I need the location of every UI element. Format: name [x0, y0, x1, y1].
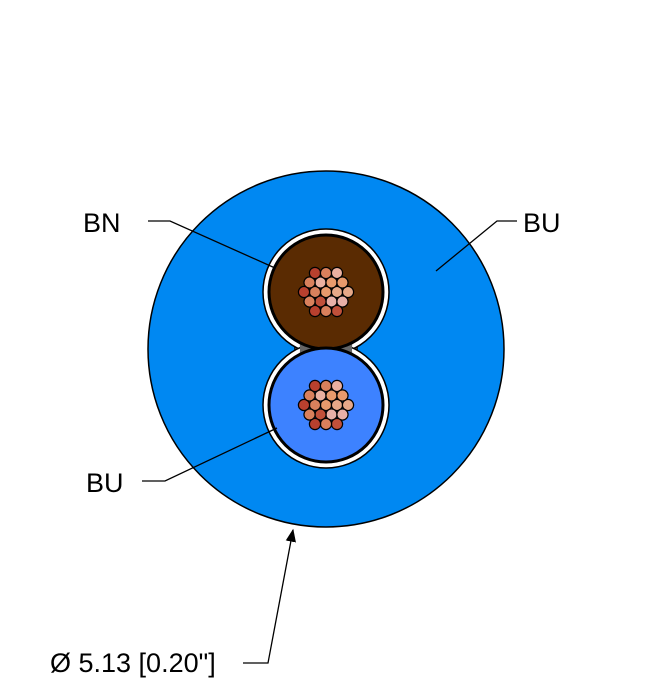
strand [330, 417, 344, 431]
strand [297, 398, 311, 412]
strand [319, 304, 333, 318]
leader-bn [148, 220, 276, 269]
strand [308, 417, 322, 431]
strand [341, 285, 355, 299]
strand [297, 285, 311, 299]
strand [319, 379, 333, 393]
label-bn: BN [83, 208, 121, 238]
strand [341, 398, 355, 412]
strand [336, 295, 349, 308]
blue-conductor-strands [297, 379, 355, 431]
conductor-pair [262, 228, 390, 469]
dimension-leader [243, 528, 296, 664]
leader-jacket [435, 220, 517, 272]
strand [336, 408, 349, 421]
brown-conductor-strands [297, 266, 355, 318]
strand [336, 276, 349, 289]
strand [319, 417, 333, 431]
leader-bu [142, 427, 278, 482]
diameter-label: Ø 5.13 [0.20"] [50, 648, 216, 678]
strand [303, 295, 316, 308]
strand [308, 304, 322, 318]
strand [319, 266, 333, 280]
strand [308, 266, 322, 280]
label-jacket-bu: BU [523, 208, 561, 238]
strand [330, 304, 344, 318]
strand [308, 379, 322, 393]
strand [303, 276, 316, 289]
strand [303, 408, 316, 421]
strand [303, 389, 316, 402]
strand [336, 389, 349, 402]
label-bu: BU [86, 468, 124, 498]
strand [330, 379, 344, 393]
strand [330, 266, 344, 280]
